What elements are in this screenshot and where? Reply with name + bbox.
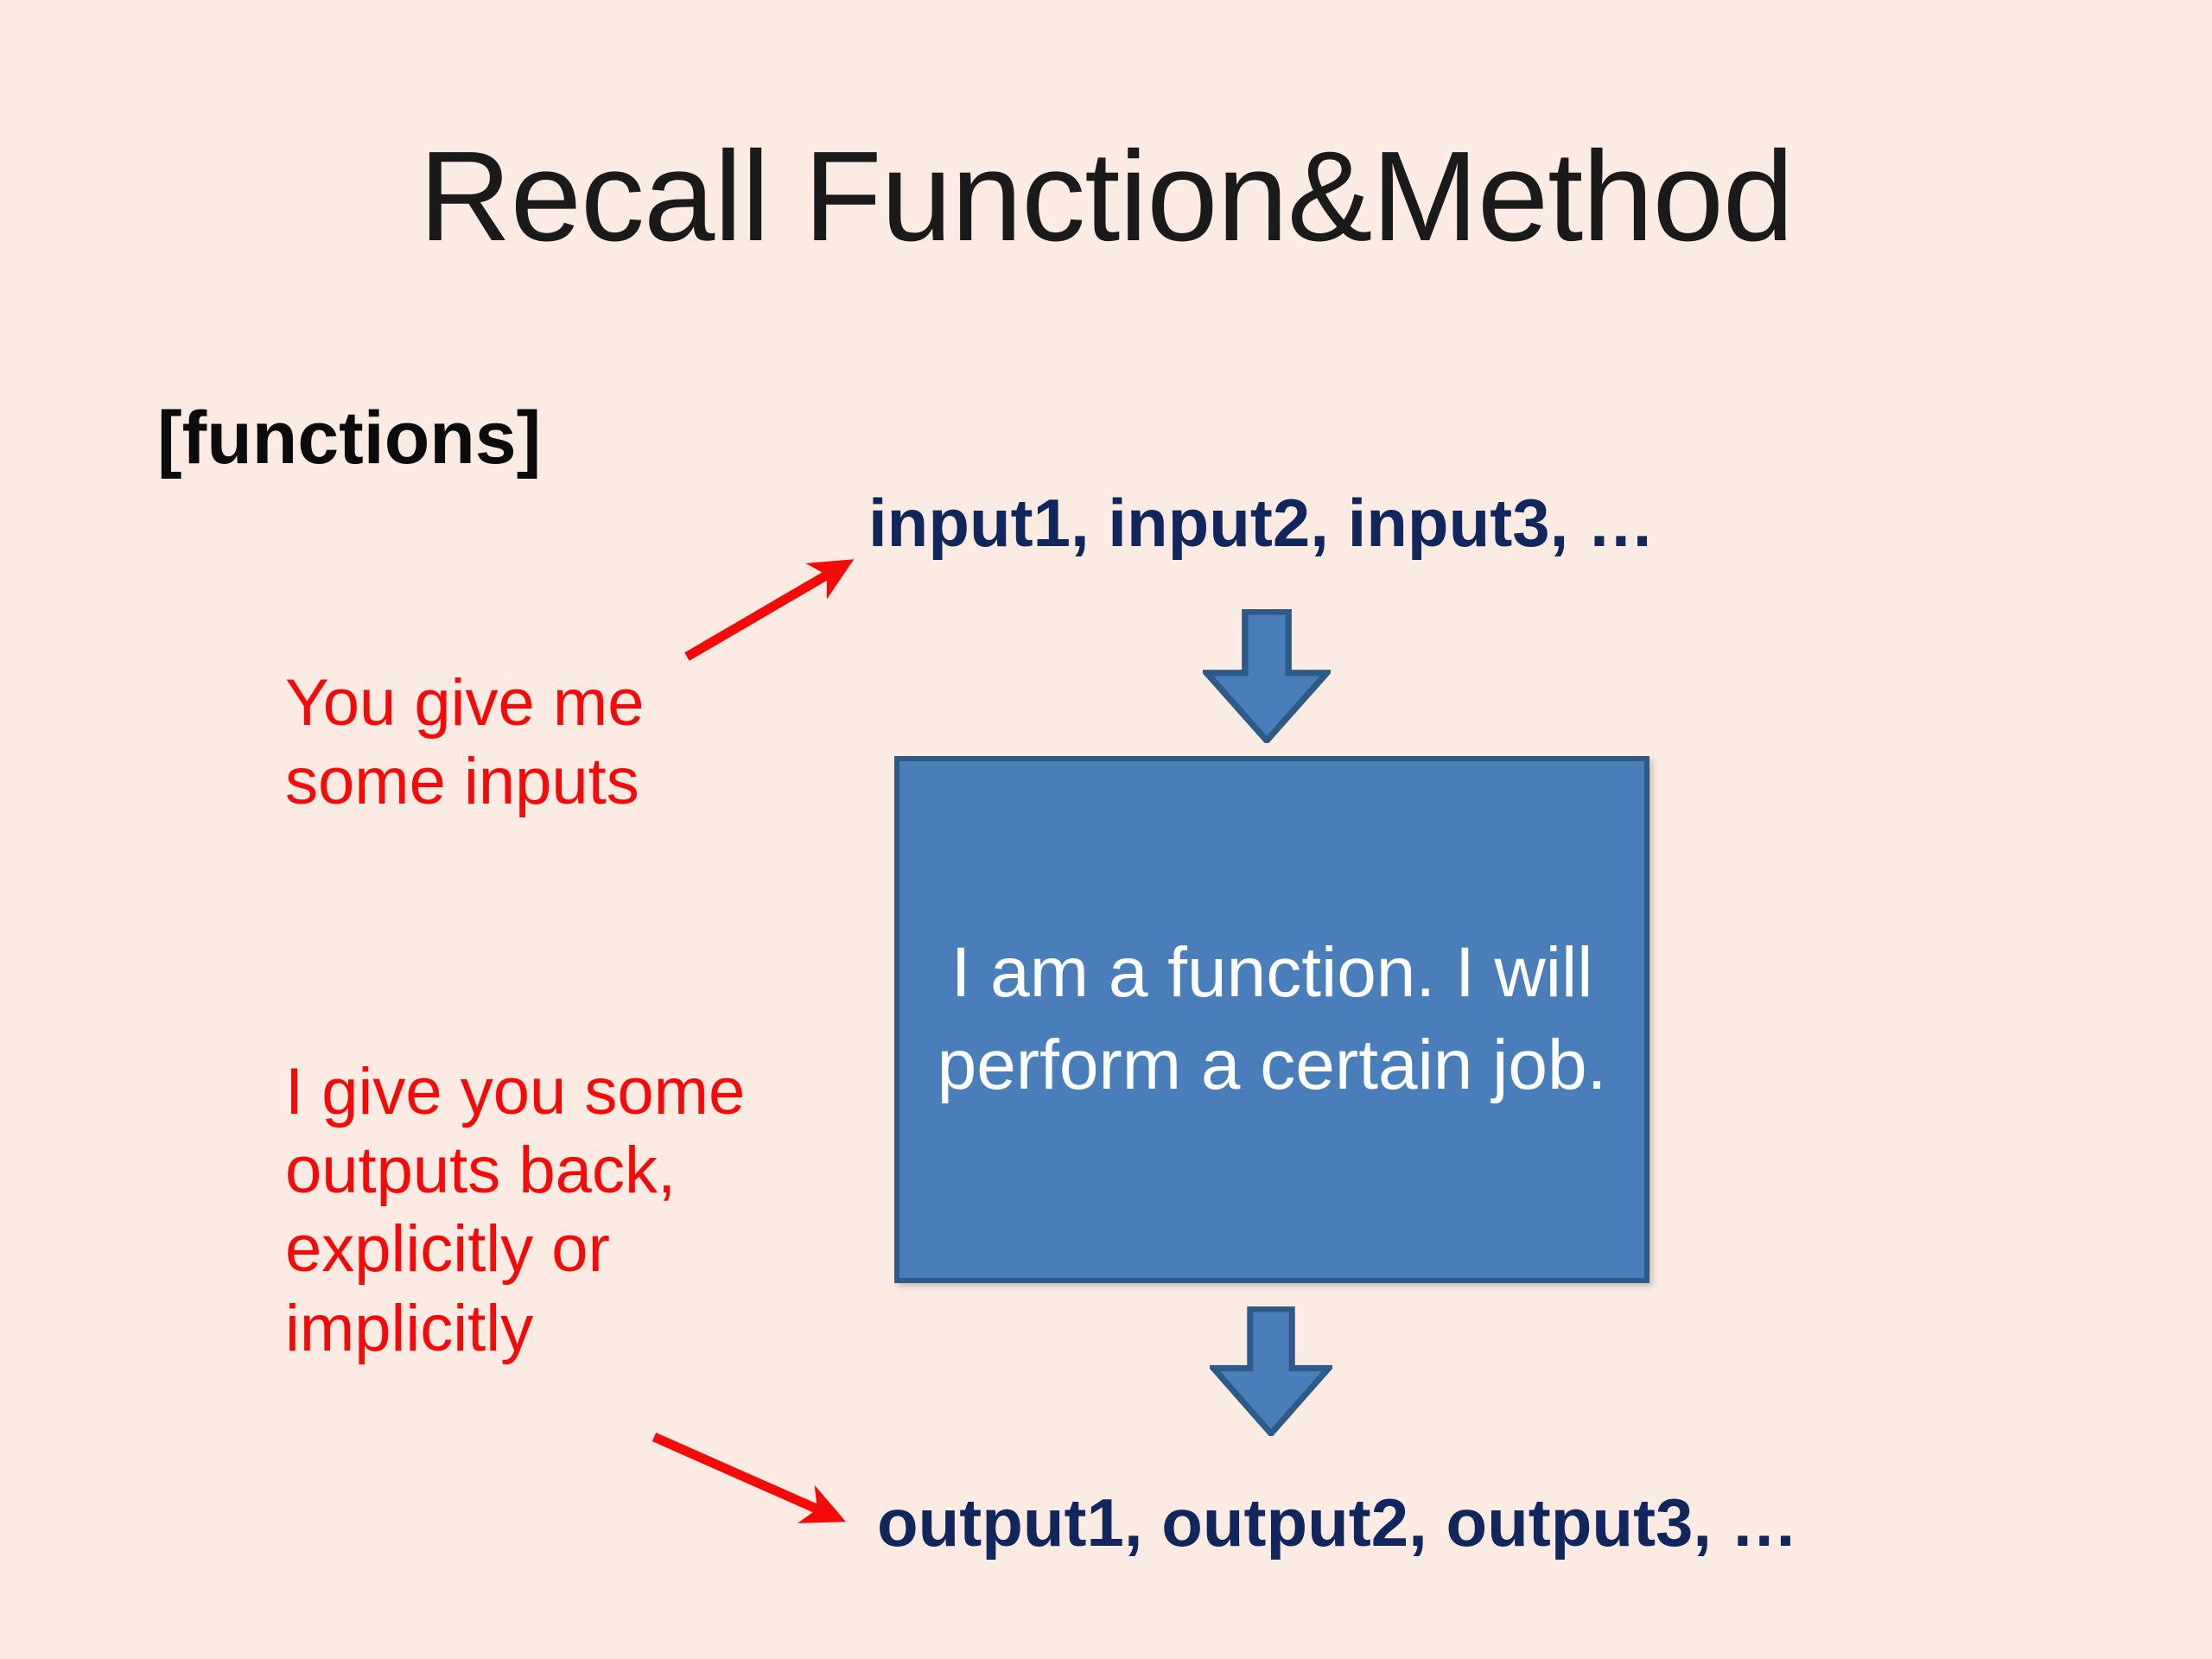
page-title: Recall Function&Method <box>418 125 1794 268</box>
annotation-output-note: I give you some outputs back, explicitly… <box>285 1055 746 1365</box>
down-block-arrow-output <box>1206 1306 1336 1439</box>
red-arrow-to-output <box>652 1432 847 1523</box>
section-heading-functions: [functions] <box>157 397 542 480</box>
down-block-arrow-input <box>1199 608 1334 746</box>
red-arrow-to-input <box>684 559 855 661</box>
output-label: output1, output2, output3, … <box>877 1484 1798 1560</box>
function-box-text: I am a function. I will perform a certai… <box>937 933 1607 1104</box>
function-box: I am a function. I will perform a certai… <box>894 756 1649 1283</box>
input-label: input1, input2, input3, … <box>868 485 1655 561</box>
annotation-input-note: You give me some inputs <box>285 666 645 819</box>
